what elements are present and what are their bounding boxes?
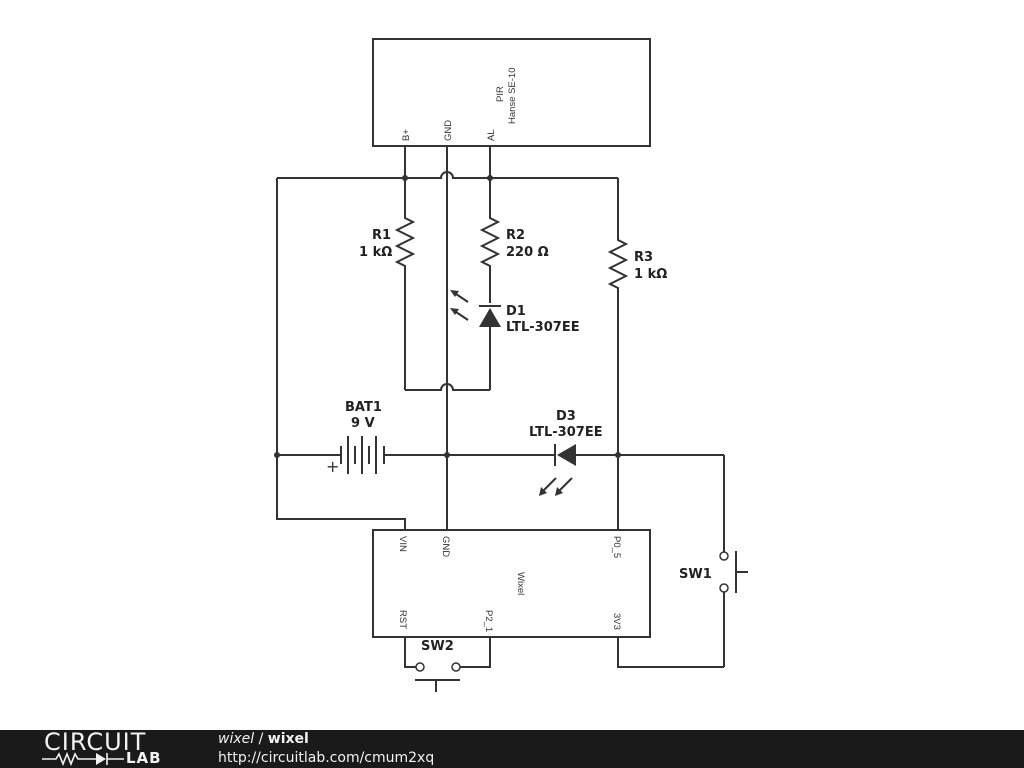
circuitlab-logo-lab: LAB bbox=[126, 749, 162, 767]
pir-model-label: Hanse SE-10 bbox=[507, 67, 518, 124]
d3-led bbox=[539, 444, 576, 496]
pir-module-box bbox=[372, 38, 651, 147]
r2-value: 220 Ω bbox=[506, 245, 549, 260]
project-title: wixel / wixel bbox=[218, 731, 309, 747]
project-user-link[interactable]: wixel bbox=[218, 731, 255, 747]
bat1-ref: BAT1 bbox=[345, 400, 382, 415]
r3-ref: R3 bbox=[634, 250, 653, 265]
footer-bar: CIRCUIT LAB wixel / wixel http://circuit… bbox=[0, 728, 1024, 768]
pir-name-label: PIR bbox=[495, 86, 506, 102]
wixel-pin-p2-1: P2_1 bbox=[483, 610, 494, 632]
bat1-battery bbox=[340, 436, 385, 474]
junction-dots bbox=[274, 175, 621, 458]
bat1-value: 9 V bbox=[351, 416, 375, 431]
r1-ref: R1 bbox=[372, 228, 391, 243]
pir-pin-bplus: B+ bbox=[401, 129, 412, 141]
wixel-pin-gnd: GND bbox=[440, 536, 451, 557]
wixel-pin-rst: RST bbox=[397, 610, 408, 629]
resistor-diode-logo-icon bbox=[42, 752, 124, 766]
wixel-pin-3v3: 3V3 bbox=[611, 613, 622, 630]
wixel-pin-p0-5: P0_5 bbox=[611, 536, 622, 558]
sw2-switch bbox=[415, 662, 461, 692]
wixel-module-box bbox=[372, 529, 651, 638]
project-url-link[interactable]: http://circuitlab.com/cmum2xq bbox=[218, 750, 435, 766]
r2-ref: R2 bbox=[506, 228, 525, 243]
pir-pin-gnd: GND bbox=[443, 120, 454, 141]
circuitlab-logo-text[interactable]: CIRCUIT bbox=[44, 728, 147, 756]
bat1-polarity: + bbox=[326, 457, 339, 476]
wires bbox=[276, 146, 725, 668]
pir-pin-al: AL bbox=[486, 129, 497, 141]
sw2-ref: SW2 bbox=[421, 639, 454, 654]
wixel-pin-vin: VIN bbox=[397, 536, 408, 552]
r1-value: 1 kΩ bbox=[359, 245, 392, 260]
r3-value: 1 kΩ bbox=[634, 267, 667, 282]
d1-ref: D1 bbox=[506, 304, 526, 319]
r2-resistor bbox=[479, 214, 501, 268]
d3-value: LTL-307EE bbox=[529, 425, 603, 440]
title-separator: / bbox=[254, 731, 268, 747]
project-name-link[interactable]: wixel bbox=[267, 731, 309, 747]
r3-resistor bbox=[607, 236, 629, 290]
d1-led bbox=[450, 290, 501, 327]
d1-value: LTL-307EE bbox=[506, 320, 580, 335]
r1-resistor bbox=[394, 214, 416, 268]
sw1-switch bbox=[719, 551, 748, 593]
sw1-ref: SW1 bbox=[679, 567, 712, 582]
circuit-schematic: PIR Hanse SE-10 B+ GND AL Wixel VIN GND … bbox=[274, 38, 748, 692]
d3-ref: D3 bbox=[556, 409, 576, 424]
wixel-name-label: Wixel bbox=[515, 572, 526, 595]
